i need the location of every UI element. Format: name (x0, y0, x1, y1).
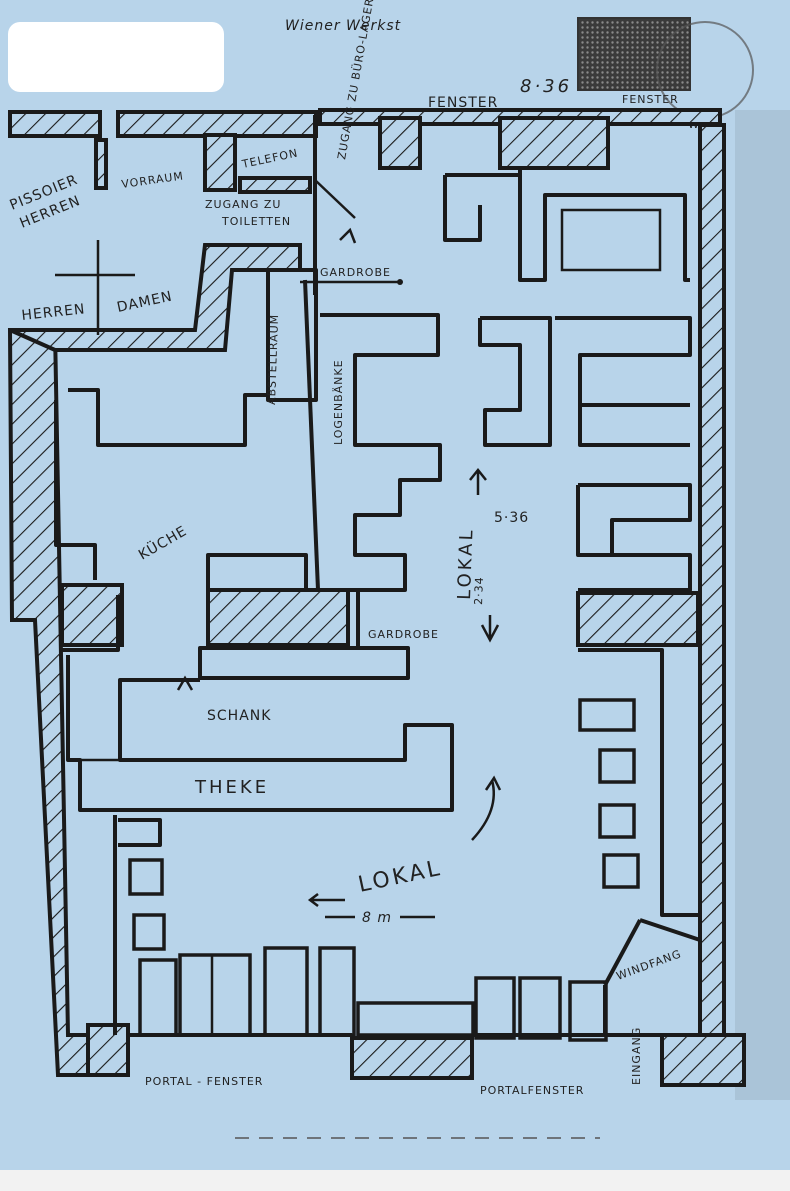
wall-bottom-right (660, 1033, 746, 1087)
label-portal-fenster-right: PORTALFENSTER (480, 1084, 584, 1097)
label-portal-fenster-left: PORTAL - FENSTER (145, 1075, 263, 1088)
wall-right (698, 123, 726, 1037)
label-dimension-right-2: 2·34 (472, 576, 486, 605)
label-garderobe-top: GARDROBE (320, 266, 391, 279)
label-dimension-bottom: 8 m (362, 910, 392, 926)
label-logenbaenke: LOGENBÄNKE (332, 359, 345, 445)
label-schank: SCHANK (207, 708, 271, 724)
label-zugang-toiletten-1: ZUGANG ZU (205, 198, 281, 211)
label-theke: THEKE (194, 777, 269, 798)
label-dimension-top: 8·36 (520, 76, 572, 97)
label-fenster-top: FENSTER (428, 95, 498, 111)
label-garderobe-mid: GARDROBE (368, 628, 439, 641)
label-eingang: EINGANG (630, 1027, 643, 1085)
scribble-top: Wiener Werkst (285, 18, 401, 34)
redaction-box (8, 22, 224, 92)
wall-bottom-left (86, 1023, 130, 1077)
label-zugang-toiletten-2: TOILETTEN (221, 215, 291, 228)
wall-top-left (8, 110, 102, 138)
label-lokal-vertical: LOKAL (454, 527, 478, 600)
label-abstellraum: ABSTELLRAUM (265, 314, 281, 405)
label-fenster-right: FENSTER (622, 93, 679, 106)
label-herren: HERREN (21, 301, 86, 324)
label-dimension-right: 5·36 (494, 510, 529, 526)
